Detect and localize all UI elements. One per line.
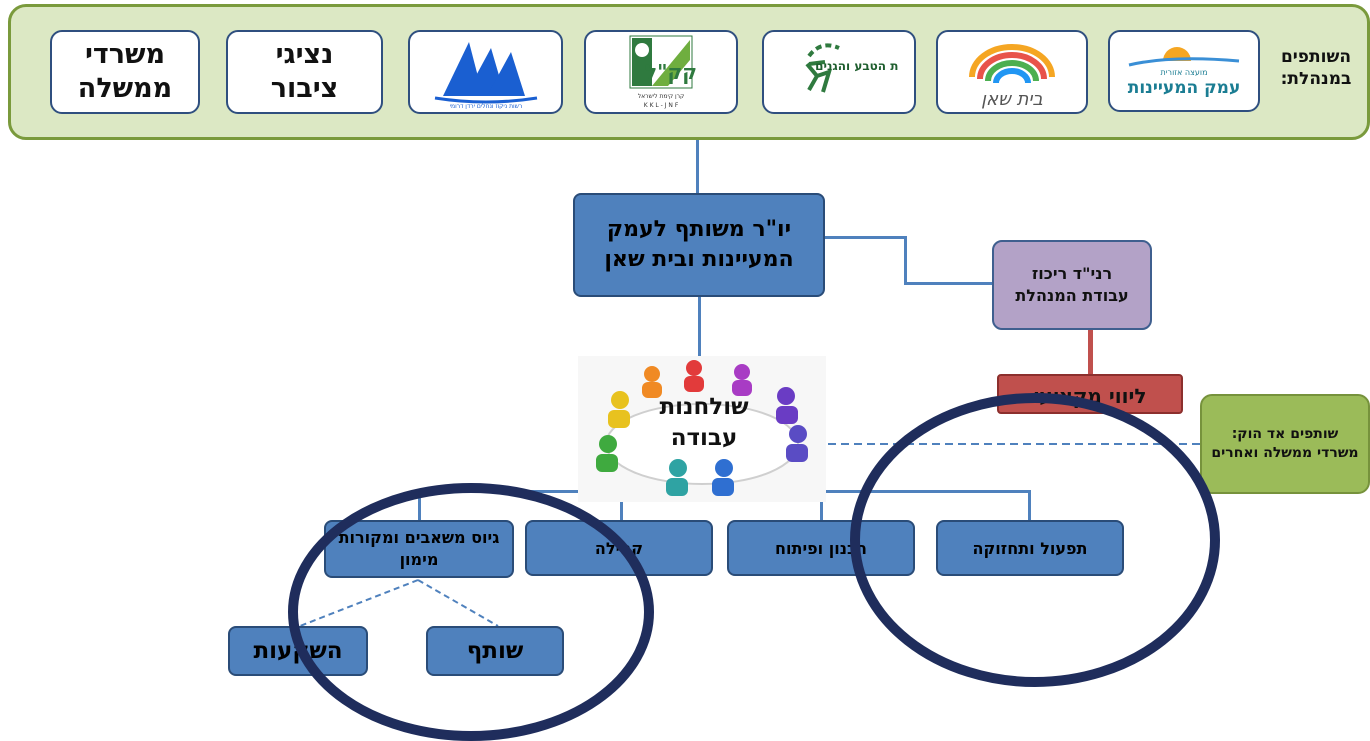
partner-public-representatives: נציגי ציבור: [226, 30, 383, 114]
team-funding-label: גיוס משאבים ומקורות מימון: [338, 528, 500, 569]
partner-government-label: משרדי ממשלה: [77, 39, 173, 104]
funding-partner-label: שותף: [466, 638, 524, 664]
connector-chair-coord-h2: [904, 282, 994, 285]
nature-logo-text: רשות הטבע והגנים: [815, 59, 899, 73]
team-operations-label: תפעול ותחזוקה: [972, 538, 1088, 558]
partner-emek-hamaayanot: מועצה אזורית עמק המעיינות: [1108, 30, 1260, 112]
connector-chair-coord-v: [904, 236, 907, 284]
kkl-tree-logo-icon: קק"ל קרן קימת לישראל K K L - J N F: [629, 35, 697, 109]
emek-logo-text: עמק המעיינות: [1128, 78, 1241, 98]
worktables-label: שולחנות עבודה: [659, 394, 749, 451]
adhoc-partners-box: שותפים אד הוק: משרדי ממשלה ואחרים: [1200, 394, 1370, 494]
connector-chair-coord-h1: [824, 236, 906, 239]
sailboat-logo-icon: רשות ניקוז ונחלים ירדן דרומי: [434, 42, 537, 110]
sun-logo-icon: מועצה אזורית עמק המעיינות: [1128, 47, 1241, 98]
kkl-logo-text: קק"ל: [645, 60, 697, 84]
dashed-funding-partner: [417, 579, 499, 627]
funding-partner-box: שותף: [426, 626, 564, 676]
team-community-label: קהילה: [594, 538, 644, 558]
team-community: קהילה: [525, 520, 713, 576]
connector-coord-pro: [1088, 330, 1093, 376]
team-planning-label: תכנון ופיתוח: [775, 538, 867, 558]
ibex-logo-icon: רשות הטבע והגנים: [805, 43, 899, 93]
partner-kkl: קק"ל קרן קימת לישראל K K L - J N F: [584, 30, 738, 114]
partner-drainage-authority: רשות ניקוז ונחלים ירדן דרומי: [408, 30, 563, 114]
partner-government-ministries: משרדי ממשלה: [50, 30, 200, 114]
team-planning-development: תכנון ופיתוח: [727, 520, 915, 576]
professional-support-label: ליווי מקצועי: [1033, 384, 1147, 408]
connector-team-2: [820, 490, 823, 522]
kkl-logo-subtext: קרן קימת לישראל: [638, 93, 685, 100]
adhoc-partners-label: שותפים אד הוק: משרדי ממשלה ואחרים: [1211, 426, 1359, 461]
rainbow-logo-icon: בית שאן: [969, 44, 1055, 110]
connector-band-chair: [696, 140, 699, 194]
coordination-label: רני"ד ריכוז עבודת המנהלת: [1015, 264, 1129, 305]
beit-shean-logo-text: בית שאן: [981, 89, 1043, 110]
funding-investments-label: השקעות: [253, 638, 343, 664]
coordination-box: רני"ד ריכוז עבודת המנהלת: [992, 240, 1152, 330]
partner-nature-parks-authority: רשות הטבע והגנים: [762, 30, 916, 114]
emek-logo-subtext: מועצה אזורית: [1161, 68, 1208, 77]
connector-chair-tables: [698, 296, 701, 366]
co-chair-box: יו"ר משותף לעמק המעיינות ובית שאן: [573, 193, 825, 297]
professional-support-box: ליווי מקצועי: [997, 374, 1183, 414]
co-chair-label: יו"ר משותף לעמק המעיינות ובית שאן: [604, 217, 794, 272]
round-table-people-icon: [596, 360, 808, 496]
drainage-logo-text: רשות ניקוז ונחלים ירדן דרומי: [449, 103, 522, 110]
kkl-logo-subtext2: K K L - J N F: [644, 102, 679, 109]
partner-beit-shean: בית שאן: [936, 30, 1088, 114]
worktables-illustration: [578, 356, 826, 502]
funding-investments-box: השקעות: [228, 626, 368, 676]
partners-label: השותפים במנהלת:: [1280, 47, 1352, 89]
team-funding-resources: גיוס משאבים ומקורות מימון: [324, 520, 514, 578]
team-operations-maintenance: תפעול ותחזוקה: [936, 520, 1124, 576]
dashed-funding-investments: [299, 579, 419, 627]
partner-public-label: נציגי ציבור: [270, 39, 339, 104]
